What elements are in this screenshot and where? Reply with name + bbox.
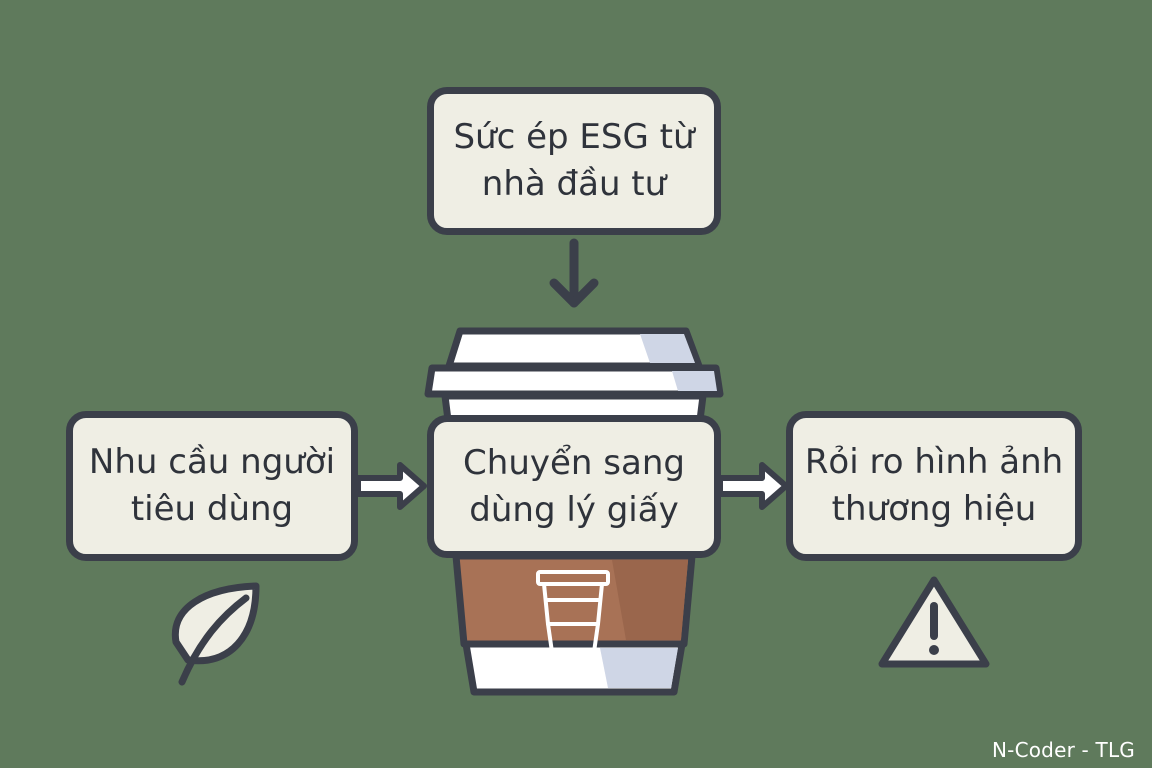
consumer-demand-box: Nhu cầu người tiêu dùng <box>66 411 358 561</box>
arrow-right-icon <box>355 462 427 510</box>
paper-cup-icon <box>424 327 724 696</box>
investor-esg-pressure-box: Sức ép ESG từ nhà đầu tư <box>427 87 721 235</box>
box-label-line: tiêu dùng <box>130 489 294 529</box>
warning-icon <box>878 576 990 668</box>
box-label-line: nhà đầu tư <box>481 164 667 204</box>
box-label-line: dùng lý giấy <box>469 489 679 530</box>
leaf-icon <box>171 582 260 686</box>
box-label-line: Nhu cầu người <box>88 442 336 483</box>
box-label-line: thương hiệu <box>831 489 1037 529</box>
credit-text: N-Coder - TLG <box>992 738 1135 762</box>
brand-image-risk-box: Rỏi ro hình ảnh thương hiệu <box>786 411 1082 561</box>
box-label-line: Chuyển sang <box>463 442 685 483</box>
box-label-line: Rỏi ro hình ảnh <box>804 442 1064 483</box>
arrow-right-icon <box>717 462 789 510</box>
switch-to-paper-box: Chuyển sang dùng lý giấy <box>427 415 721 558</box>
box-label-line: Sức ép ESG từ <box>453 117 695 158</box>
arrow-down-icon <box>549 238 599 308</box>
